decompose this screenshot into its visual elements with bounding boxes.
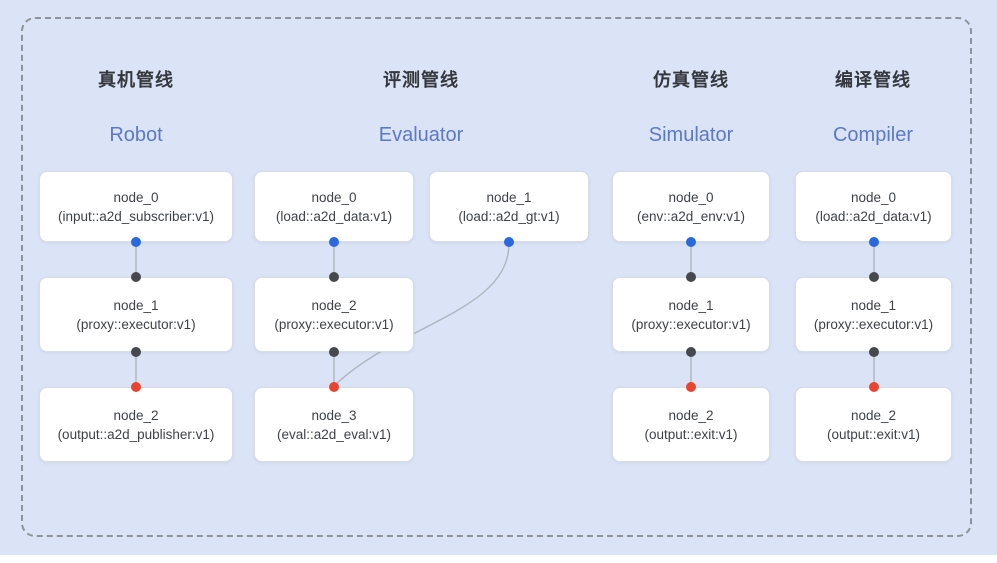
node-name: node_0: [113, 189, 159, 205]
sink-port-dot: [329, 382, 339, 392]
input-port-dot: [869, 272, 879, 282]
source-port-dot: [869, 237, 879, 247]
output-port-dot: [686, 347, 696, 357]
pipeline-title-en-simulator: Simulator: [648, 124, 734, 146]
node-type: (output::a2d_publisher:v1): [57, 426, 215, 442]
node-type: (env::a2d_env:v1): [636, 208, 746, 224]
node-type: (eval::a2d_eval:v1): [276, 426, 392, 442]
source-port-dot: [329, 237, 339, 247]
node-simulator-1: node_1 (proxy::executor:v1): [612, 277, 770, 352]
pipeline-title-zh-compiler: 编译管线: [835, 70, 911, 90]
dashed-frame: [21, 17, 972, 537]
pipeline-title-zh-simulator: 仿真管线: [653, 70, 729, 90]
node-name: node_2: [668, 407, 714, 423]
node-type: (load::a2d_gt:v1): [458, 208, 560, 224]
source-port-dot: [131, 237, 141, 247]
input-port-dot: [329, 272, 339, 282]
node-evaluator-2: node_2 (proxy::executor:v1): [254, 277, 414, 352]
output-port-dot: [131, 347, 141, 357]
node-type: (load::a2d_data:v1): [815, 208, 932, 224]
node-compiler-1: node_1 (proxy::executor:v1): [795, 277, 952, 352]
input-port-dot: [131, 272, 141, 282]
node-name: node_0: [850, 189, 897, 205]
sink-port-dot: [131, 382, 141, 392]
node-name: node_2: [311, 297, 357, 313]
pipeline-title-zh-robot: 真机管线: [98, 70, 174, 90]
pipeline-title-en-compiler: Compiler: [832, 124, 914, 146]
pipeline-title-en-evaluator: Evaluator: [378, 124, 464, 146]
gt-to-eval-edge: [333, 242, 510, 387]
node-robot-1: node_1 (proxy::executor:v1): [39, 277, 233, 352]
node-simulator-2: node_2 (output::exit:v1): [612, 387, 770, 462]
sink-port-dot: [686, 382, 696, 392]
node-name: node_1: [668, 297, 714, 313]
bottom-strip: [0, 555, 997, 563]
node-evaluator-0: node_0 (load::a2d_data:v1): [254, 171, 414, 242]
node-name: node_2: [113, 407, 159, 423]
pipeline-title-en-robot: Robot: [109, 124, 163, 146]
node-name: node_3: [311, 407, 357, 423]
sink-port-dot: [869, 382, 879, 392]
node-type: (output::exit:v1): [826, 426, 921, 442]
node-name: node_1: [113, 297, 159, 313]
source-port-dot: [504, 237, 514, 247]
node-evaluator-1: node_1 (load::a2d_gt:v1): [429, 171, 589, 242]
output-port-dot: [329, 347, 339, 357]
node-type: (load::a2d_data:v1): [275, 208, 393, 224]
node-robot-0: node_0 (input::a2d_subscriber:v1): [39, 171, 233, 242]
source-port-dot: [686, 237, 696, 247]
node-compiler-0: node_0 (load::a2d_data:v1): [795, 171, 952, 242]
node-name: node_0: [311, 189, 357, 205]
node-evaluator-3: node_3 (eval::a2d_eval:v1): [254, 387, 414, 462]
node-type: (proxy::executor:v1): [631, 316, 751, 332]
node-name: node_1: [486, 189, 532, 205]
input-port-dot: [686, 272, 696, 282]
node-compiler-2: node_2 (output::exit:v1): [795, 387, 952, 462]
node-type: (proxy::executor:v1): [274, 316, 394, 332]
node-type: (input::a2d_subscriber:v1): [57, 208, 215, 224]
node-name: node_0: [668, 189, 714, 205]
node-name: node_1: [850, 297, 897, 313]
node-type: (proxy::executor:v1): [813, 316, 934, 332]
node-type: (proxy::executor:v1): [76, 316, 196, 332]
node-type: (output::exit:v1): [644, 426, 738, 442]
pipeline-title-zh-evaluator: 评测管线: [383, 70, 459, 90]
node-name: node_2: [850, 407, 897, 423]
output-port-dot: [869, 347, 879, 357]
node-simulator-0: node_0 (env::a2d_env:v1): [612, 171, 770, 242]
node-robot-2: node_2 (output::a2d_publisher:v1): [39, 387, 233, 462]
